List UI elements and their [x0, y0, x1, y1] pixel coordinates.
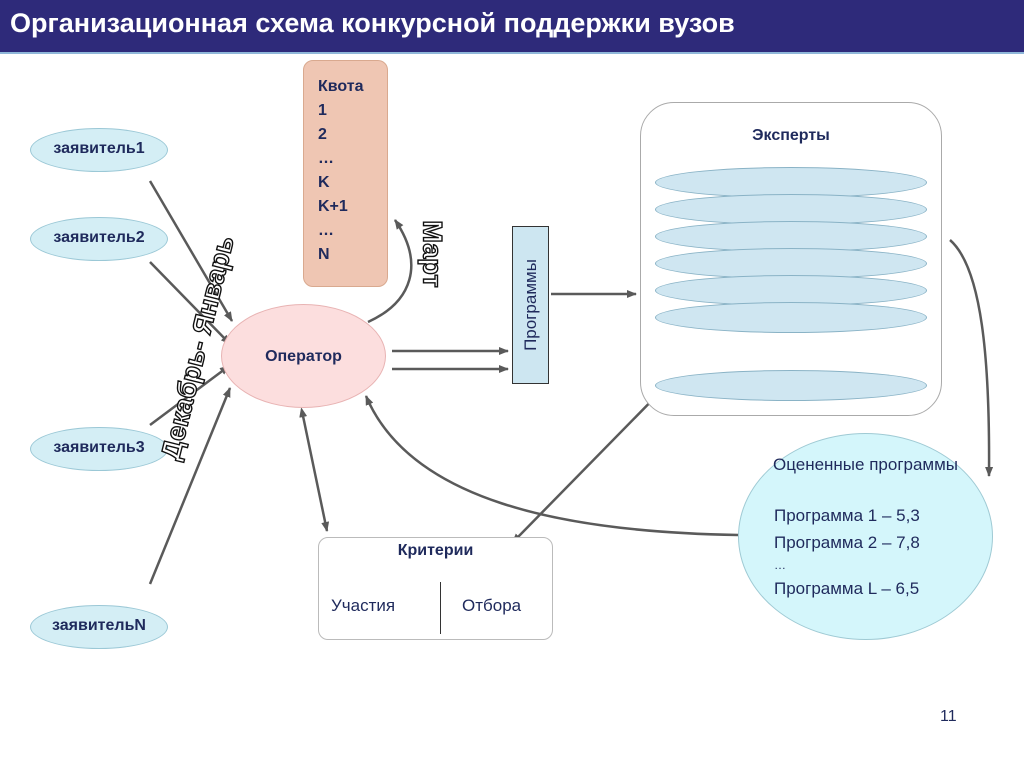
quota-line: K: [318, 174, 330, 191]
quota-line: 2: [318, 126, 327, 143]
arrow-applicant3-to-operator: [149, 364, 230, 427]
evaluated-programs-node: Оцененные программы Программа 1 – 5,3 Пр…: [738, 433, 993, 640]
expert-disc: [655, 221, 927, 252]
evaluated-row: …: [774, 558, 786, 572]
arrow-evaluated-to-operator: [364, 395, 739, 537]
applicant-label: заявительN: [52, 617, 146, 634]
arrow-experts-to-evaluated: [949, 239, 994, 477]
evaluated-row: Программа 2 – 7,8: [774, 533, 920, 552]
operator-node: Оператор: [221, 304, 386, 408]
criteria-selection: Отбора: [462, 596, 522, 615]
expert-disc: [655, 370, 927, 401]
evaluated-title: Оцененные программы: [772, 455, 959, 474]
arrow-operator-to-quota: [367, 219, 413, 324]
applicant-label: заявитель1: [53, 140, 145, 157]
quota-line: …: [318, 222, 334, 239]
applicant-3: заявитель3: [30, 427, 168, 471]
quota-box: Квота 1 2 … K K+1 … N: [303, 60, 388, 287]
expert-disc: [655, 248, 927, 279]
quota-line: …: [318, 150, 334, 167]
experts-panel: Эксперты: [640, 102, 942, 416]
arrow-applicantN-to-operator: [148, 387, 232, 585]
operator-label: Оператор: [265, 348, 342, 365]
programs-label: Программы: [520, 259, 540, 351]
applicant-2: заявитель2: [30, 217, 168, 261]
criteria-divider: [440, 582, 441, 634]
criteria-title: Критерии: [397, 542, 474, 559]
page-title: Организационная схема конкурсной поддерж…: [10, 8, 735, 38]
page-number: 11: [940, 708, 957, 725]
criteria-box: Критерии Участия Отбора: [318, 537, 553, 640]
quota-line: K+1: [318, 198, 348, 215]
title-bar: Организационная схема конкурсной поддерж…: [0, 0, 1024, 52]
applicant-label: заявитель2: [53, 229, 145, 246]
applicant-1: заявитель1: [30, 128, 168, 172]
expert-disc: [655, 167, 927, 198]
applicant-n: заявительN: [30, 605, 168, 649]
quota-line: Квота: [318, 78, 364, 95]
criteria-participation: Участия: [331, 596, 396, 615]
quota-line: 1: [318, 102, 327, 119]
expert-disc: [655, 302, 927, 333]
expert-disc: [655, 194, 927, 225]
arrow-operator-criteria: [299, 407, 330, 532]
arrow-applicant1-to-operator: [148, 180, 234, 322]
evaluated-row: Программа L – 6,5: [774, 579, 920, 598]
programs-box: Программы: [512, 226, 549, 384]
arrow-criteria-experts: [511, 383, 669, 544]
title-underline: [0, 52, 1024, 54]
quota-line: N: [318, 246, 330, 263]
experts-title: Эксперты: [752, 127, 830, 144]
period-label-march: Март: [417, 220, 448, 289]
evaluated-row: Программа 1 – 5,3: [774, 506, 920, 525]
applicant-label: заявитель3: [53, 439, 145, 456]
expert-disc: [655, 275, 927, 306]
arrow-applicant2-to-operator: [149, 261, 231, 345]
